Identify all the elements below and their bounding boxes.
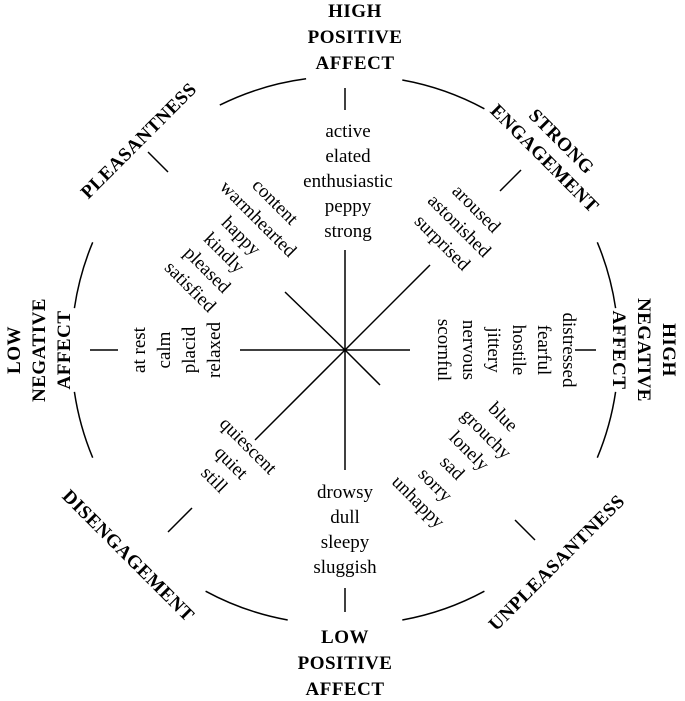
term: nervous: [458, 320, 479, 380]
pole-label-pleasantness: PLEASANTNESS: [77, 79, 201, 203]
term: active: [325, 121, 370, 142]
term: drowsy: [317, 482, 373, 503]
pole-label-line: AFFECT: [54, 311, 75, 390]
pole-label-line: LOW: [321, 627, 369, 648]
pole-label-strong-engagement: STRONG ENGAGEMENT: [486, 100, 603, 217]
pole-label-line: DISENGAGEMENT: [58, 486, 198, 626]
circle-arc-bottom-left: [205, 590, 288, 621]
axis-diagonal-upper-left: [284, 291, 346, 351]
term: elated: [325, 146, 371, 167]
pole-label-line: NEGATIVE: [29, 298, 50, 402]
pole-label-line: AFFECT: [608, 311, 629, 390]
term: fearful: [533, 325, 554, 376]
pole-label-line: AFFECT: [306, 679, 385, 700]
tick-lower-left: [167, 507, 193, 533]
term: enthusiastic: [303, 171, 393, 192]
term: dull: [330, 507, 360, 528]
circle-arc-lower-right: [596, 391, 617, 458]
pole-label-line: POSITIVE: [308, 27, 403, 48]
pole-label-line: HIGH: [658, 323, 679, 377]
pole-label-low-negative-affect: LOW NEGATIVE AFFECT: [4, 298, 75, 402]
pole-label-line: HIGH: [328, 1, 382, 22]
terms-low-positive-affect: drowsy dull sleepy sluggish: [313, 482, 377, 578]
term: scornful: [433, 319, 454, 381]
terms-unpleasantness: blue grouchy lonely sad sorry unhappy: [387, 398, 521, 533]
pole-label-disengagement: DISENGAGEMENT: [58, 486, 198, 626]
axis-diagonal-lower-left: [254, 349, 346, 441]
axis-diagonal-upper-right: [344, 264, 431, 351]
terms-strong-engagement: aroused astonished surprised: [410, 181, 505, 276]
pole-label-line: NEGATIVE: [633, 298, 654, 402]
circle-arc-top-right: [402, 79, 485, 110]
circle-arc-bottom-right: [402, 590, 485, 621]
terms-high-positive-affect: active elated enthusiastic peppy strong: [303, 121, 393, 242]
pole-label-high-positive-affect: HIGH POSITIVE AFFECT: [308, 1, 403, 74]
pole-label-line: POSITIVE: [298, 653, 393, 674]
term: calm: [154, 331, 175, 368]
term: peppy: [325, 196, 372, 217]
pole-label-low-positive-affect: LOW POSITIVE AFFECT: [298, 627, 393, 700]
term: strong: [324, 221, 372, 242]
terms-low-negative-affect: at rest calm placid relaxed: [129, 322, 225, 378]
term: relaxed: [204, 322, 225, 378]
term: distressed: [558, 313, 579, 388]
pole-label-line: LOW: [4, 326, 25, 374]
axes: [240, 250, 431, 470]
pole-ticks: [90, 88, 596, 612]
outer-circle: [73, 78, 617, 621]
pole-label-unpleasantness: UNPLEASANTNESS: [485, 491, 629, 635]
tick-lower-right: [514, 519, 536, 541]
term: hostile: [508, 325, 529, 376]
terms-high-negative-affect: distressed fearful hostile jittery nervo…: [433, 313, 579, 388]
pole-label-line: AFFECT: [316, 53, 395, 74]
axis-diagonal-lower-right: [344, 349, 381, 386]
term: sleepy: [321, 532, 370, 553]
circle-arc-top-left: [219, 78, 307, 106]
pole-label-high-negative-affect: HIGH NEGATIVE AFFECT: [608, 298, 679, 402]
term: placid: [179, 326, 200, 373]
pole-label-line: PLEASANTNESS: [77, 79, 201, 203]
circle-arc-upper-left: [73, 242, 94, 309]
term: sluggish: [313, 557, 377, 578]
pole-label-line: UNPLEASANTNESS: [485, 491, 629, 635]
tick-upper-left: [147, 151, 169, 173]
tick-upper-right: [499, 169, 522, 192]
circle-arc-lower-left: [73, 391, 94, 458]
term: jittery: [483, 326, 504, 373]
circle-arc-upper-right: [596, 242, 617, 309]
term: at rest: [129, 326, 150, 373]
terms-pleasantness: content warmhearted happy kindly pleased…: [160, 175, 302, 317]
